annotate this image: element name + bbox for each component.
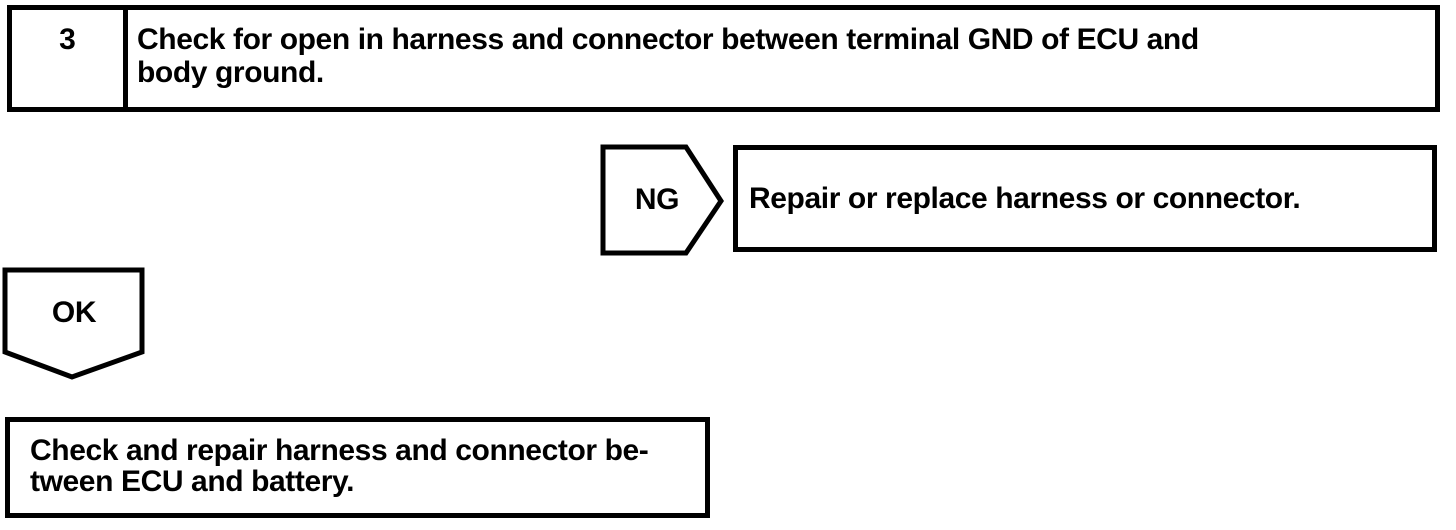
step-number: 3	[12, 10, 128, 107]
ng-pentagon-icon	[600, 144, 724, 256]
step-box: 3 Check for open in harness and connecto…	[7, 5, 1440, 112]
step-instruction-line-2: body ground.	[137, 56, 324, 89]
ok-pentagon-icon	[2, 267, 145, 380]
ng-action-box: Repair or replace harness or connector.	[733, 145, 1437, 252]
ok-label: OK	[51, 296, 97, 329]
step-instruction-line-1: Check for open in harness and connector …	[137, 23, 1199, 56]
ng-action-text: Repair or replace harness or connector.	[749, 181, 1301, 215]
ok-action-box: Check and repair harness and connector b…	[5, 417, 710, 518]
ng-label: NG	[634, 182, 680, 216]
step-instruction: Check for open in harness and connector …	[128, 10, 1435, 107]
ok-action-line-2: tween ECU and battery.	[30, 465, 355, 498]
ok-action-line-1: Check and repair harness and connector b…	[30, 434, 649, 467]
